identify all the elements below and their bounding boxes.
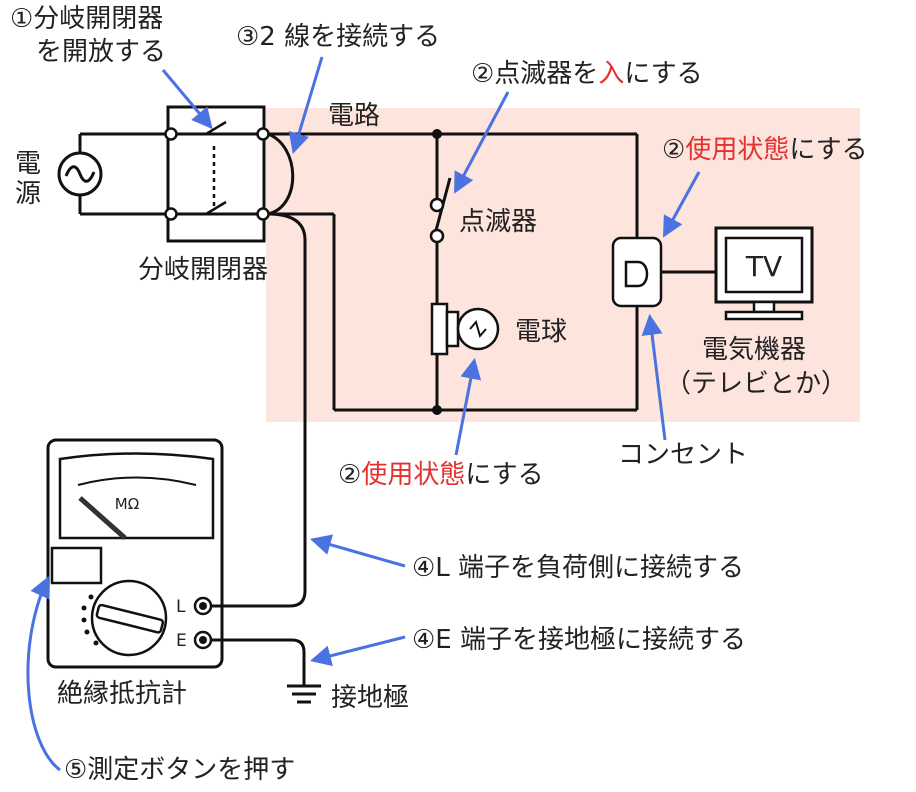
bulb-label: 電球 — [515, 317, 567, 347]
tv-icon — [714, 226, 814, 321]
tester-label: 絶縁抵抗計 — [57, 679, 187, 709]
junction-top — [432, 129, 442, 139]
meter-unit: MΩ — [115, 495, 139, 513]
outlet-icon — [611, 236, 663, 308]
step1-label-2: を開放する — [36, 37, 166, 67]
breaker-terminals — [164, 127, 270, 221]
circuit-label: 電路 — [328, 101, 380, 131]
arrow-step2-bulb — [454, 357, 482, 456]
ground-label: 接地極 — [331, 683, 409, 713]
arrow-step5 — [26, 576, 61, 772]
arrow-step4-l — [309, 534, 406, 568]
step5-label: ⑤測定ボタンを押す — [64, 755, 295, 785]
arrow-step3 — [288, 56, 324, 155]
e-terminal-label: E — [176, 631, 187, 651]
arrow-step4-e — [309, 635, 406, 667]
breaker-label: 分岐開閉器 — [138, 255, 268, 285]
jumper-wire — [267, 132, 295, 216]
l-lead — [211, 212, 307, 608]
dial-marks — [81, 594, 99, 646]
step2-outlet-label: ②使用状態にする — [662, 135, 868, 165]
appliance-label-1: 電気機器 — [702, 335, 806, 365]
ground-symbol — [287, 684, 321, 704]
insulation-tester — [46, 438, 224, 669]
bulb-icon — [430, 302, 500, 356]
circuit-wires — [268, 132, 639, 412]
source-label-1: 電 — [15, 149, 41, 179]
tv-text: TV — [745, 250, 782, 283]
junction-bottom — [432, 405, 442, 415]
measure-button[interactable] — [50, 546, 103, 585]
branch-breaker — [166, 105, 266, 243]
appliance-label-2: （テレビとか） — [665, 369, 847, 399]
step4-e-label: ④E 端子を接地極に接続する — [412, 625, 746, 655]
step3-label: ③2 線を接続する — [236, 22, 440, 52]
step2-flasher-label: ②点滅器を入にする — [471, 59, 703, 89]
instruction-arrows — [26, 56, 701, 772]
arrow-step2-outlet — [662, 171, 701, 238]
arrow-step1 — [161, 69, 213, 130]
e-lead — [211, 638, 306, 686]
step1-label-1: ①分岐開閉器 — [10, 4, 163, 34]
step4-l-label: ④L 端子を負荷側に接続する — [412, 553, 744, 583]
arrow-step2-flasher — [454, 91, 510, 194]
l-terminal-label: L — [176, 597, 186, 617]
outlet-label: コンセント — [618, 440, 748, 470]
ac-source — [57, 132, 168, 216]
arrow-outlet — [641, 313, 667, 441]
flasher-label: 点滅器 — [459, 207, 537, 237]
meter-needle — [78, 496, 127, 540]
flasher-contacts — [429, 197, 445, 244]
step2-bulb-label: ②使用状態にする — [338, 460, 544, 490]
source-label-2: 源 — [15, 179, 41, 209]
